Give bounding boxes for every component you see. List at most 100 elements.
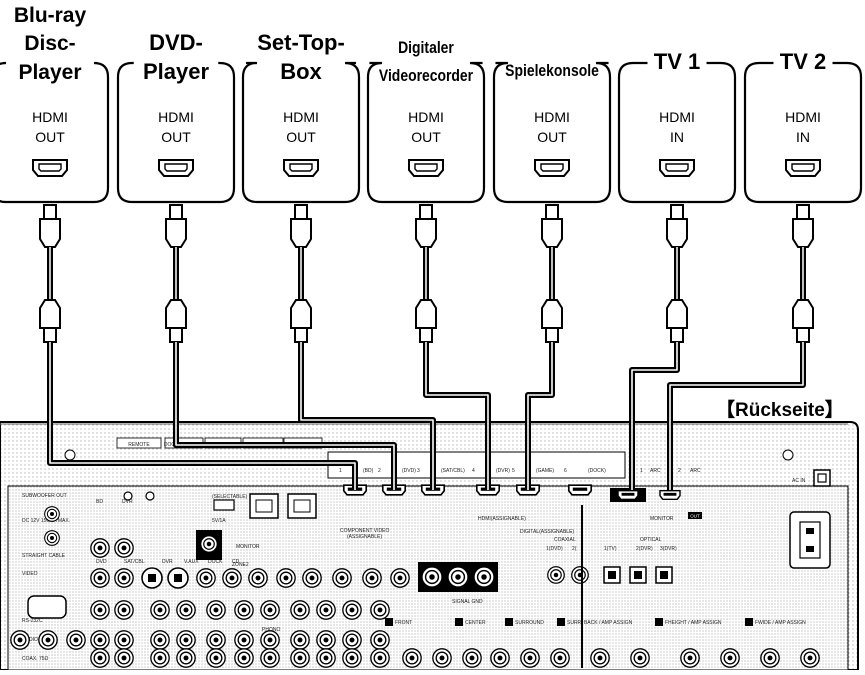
rca-jack <box>720 648 740 668</box>
device-title-line: Blu-ray <box>14 4 87 27</box>
rca-jack <box>362 568 382 588</box>
hdmi-input-label: (GAME) <box>536 468 554 474</box>
device-box <box>617 61 737 204</box>
rca-jack <box>114 630 134 650</box>
hdmi-input-label: 1 <box>339 468 342 474</box>
rca-jack <box>342 600 362 620</box>
rca-jack <box>90 630 110 650</box>
hdmi-monitor-port <box>617 490 639 500</box>
rca-jack <box>248 568 268 588</box>
hdmi-input-row <box>327 451 626 479</box>
hdmi-plug-icon <box>792 204 814 248</box>
device-title-line: Set-Top- <box>257 30 345 55</box>
hdmi-plug-icon <box>666 204 688 248</box>
hdmi-cable <box>290 204 436 490</box>
hdmi-input-label: 6 <box>564 468 567 474</box>
input-label: BD <box>96 499 103 505</box>
device-title-line: Player <box>18 61 81 84</box>
hdmi-plug-icon <box>541 204 563 248</box>
digital-port-label: 2( <box>572 546 577 552</box>
rca-jack <box>10 630 30 650</box>
rca-jack <box>150 648 170 668</box>
panel-tab <box>116 437 162 449</box>
trigger-jack <box>44 530 60 546</box>
hdmi-input-label: (DOCK) <box>588 468 606 474</box>
rca-jack <box>114 538 134 558</box>
rca-jack <box>290 648 310 668</box>
signal-gnd-label: SIGNAL GND <box>452 599 483 605</box>
rca-jack <box>630 648 650 668</box>
hdmi-plug-icon <box>39 204 61 248</box>
monitor-port-label: 1 <box>640 468 643 474</box>
usb-spec-label: 5V/1A <box>212 518 226 524</box>
rca-jack <box>550 648 570 668</box>
rca-jack <box>316 630 336 650</box>
rca-jack <box>90 538 110 558</box>
hdmi-port-icon <box>158 159 194 177</box>
rca-jack <box>290 630 310 650</box>
input-label: SAT/CBL <box>124 559 145 565</box>
rca-jack <box>276 568 296 588</box>
rca-jack <box>176 648 196 668</box>
side-label: RS-232C <box>22 618 43 624</box>
hdmi-cable <box>525 204 563 490</box>
rca-jack <box>390 568 410 588</box>
component-out-jack <box>473 566 495 588</box>
rca-jack <box>150 630 170 650</box>
hdmi-plug-icon <box>290 299 312 343</box>
port-label: OUT <box>161 129 191 145</box>
port-label: OUT <box>411 129 441 145</box>
device-box <box>492 61 612 204</box>
rca-jack <box>196 568 216 588</box>
device-box <box>241 61 361 204</box>
rca-jack <box>462 648 482 668</box>
selectable-label: (SELECTABLE) <box>212 494 248 500</box>
device-title-line: Box <box>280 59 322 84</box>
rca-jack <box>114 648 134 668</box>
rca-jack <box>90 648 110 668</box>
side-label: VIDEO <box>22 571 38 577</box>
port-label: HDMI <box>785 109 821 125</box>
monitor-port-label: ARC <box>690 468 701 474</box>
hdmi-plug-icon <box>165 299 187 343</box>
rca-jack <box>760 648 780 668</box>
input-label: ZONE2 <box>232 562 249 568</box>
device-title-line: Disc- <box>24 32 75 55</box>
rca-jack <box>234 630 254 650</box>
rca-jack <box>114 600 134 620</box>
input-label: CD <box>232 559 240 565</box>
hdmi-input-label: (SAT/CBL) <box>441 468 465 474</box>
rca-jack <box>206 648 226 668</box>
side-label: SUBWOOFER OUT <box>22 493 67 499</box>
device-title-line: TV 2 <box>780 49 826 74</box>
optical-label: OPTICAL <box>640 537 662 543</box>
rca-jack <box>370 648 390 668</box>
hdmi-plug-icon <box>39 299 61 343</box>
port-label: HDMI <box>534 109 570 125</box>
device-title-line: DVD- <box>149 30 203 55</box>
rca-jack <box>260 600 280 620</box>
rca-jack <box>234 600 254 620</box>
monitor-label: MONITOR <box>650 516 674 522</box>
hdmi-input-label: 3 <box>417 468 420 474</box>
rca-jack <box>370 630 390 650</box>
hdmi-input-label: 2 <box>378 468 381 474</box>
coaxial-jack <box>571 566 589 584</box>
rca-jack <box>222 568 242 588</box>
side-label: COAX. 75Ω <box>22 656 49 662</box>
port-label: HDMI <box>659 109 695 125</box>
hdmi-input-label: (DVR) <box>496 468 510 474</box>
rca-jack <box>302 568 322 588</box>
panel-tab-label: REMOTE <box>128 442 150 448</box>
speaker-label: SURROUND <box>515 620 544 626</box>
subwoofer-jack <box>44 506 60 522</box>
hdmi-cable <box>165 204 397 490</box>
hdmi-port-icon <box>408 159 444 177</box>
digital-port-label: 1(DVD) <box>546 546 563 552</box>
rca-jack <box>38 630 58 650</box>
hdmi-port-icon <box>659 159 695 177</box>
